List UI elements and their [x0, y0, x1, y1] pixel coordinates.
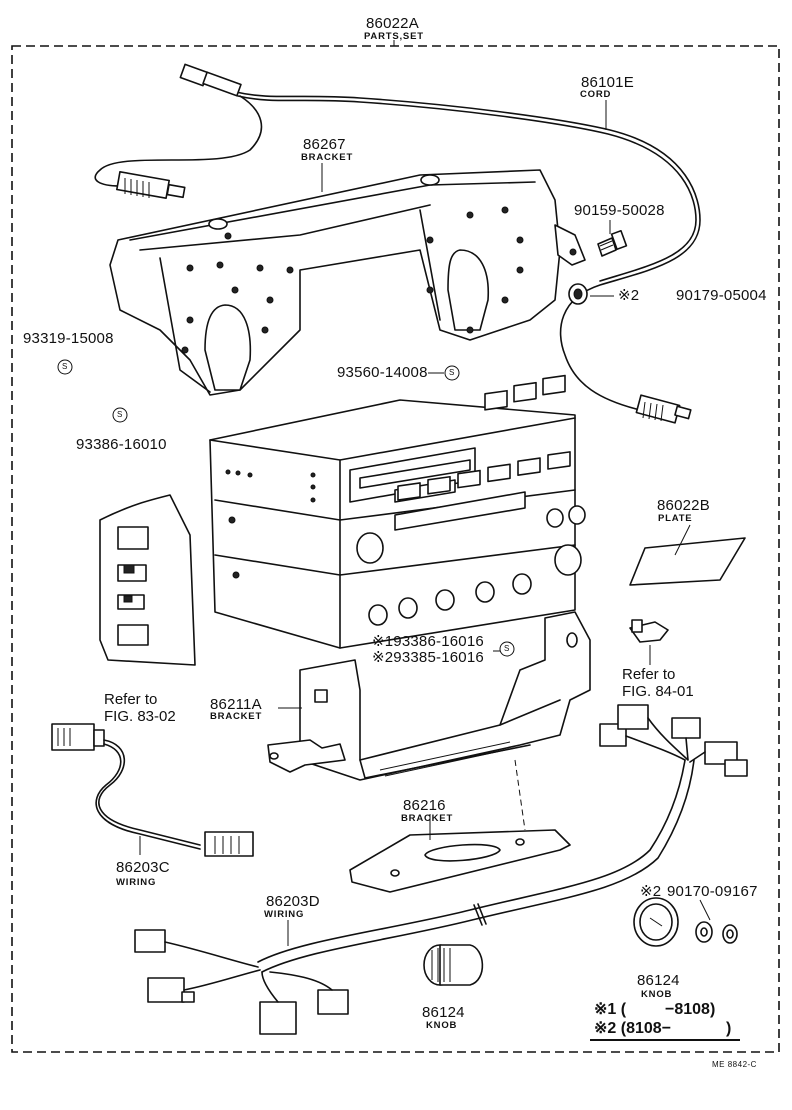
s-mark-icon [444, 365, 460, 381]
screw-pair-line1: ※193386-16016 [372, 633, 484, 650]
nut-icon [568, 283, 588, 305]
plate-part-number: 86022B [657, 497, 710, 514]
bracket-top-part-number: 86267 [303, 136, 346, 153]
note-1-mark: ※1 [594, 1001, 617, 1018]
knob-right-part-number: 86124 [637, 972, 680, 989]
antenna-cord [94, 63, 701, 424]
s-mark-icon [57, 359, 73, 375]
s-mark-icon [499, 641, 515, 657]
top-bracket [109, 169, 586, 396]
s-left-b-mark: S [117, 410, 123, 419]
wiring-c-part-name: WIRING [116, 877, 157, 888]
screw-pair-line2: ※293385-16016 [372, 649, 484, 666]
wiring-d-part-name: WIRING [264, 909, 305, 920]
s-left-a-mark: S [62, 362, 68, 371]
s-mid-part-number: 93560-14008 [337, 364, 428, 381]
screw-pair-mark: S [504, 644, 510, 653]
note-1-open: ( [620, 1001, 627, 1018]
note-2-close: ) [725, 1020, 732, 1037]
plate-leader [674, 524, 691, 556]
screw-part-number: 90159-50028 [574, 202, 665, 219]
plate-part-name: PLATE [658, 513, 693, 524]
bracket-low-part-number: 86211A [210, 696, 262, 713]
nut-part-number: 90179-05004 [676, 287, 767, 304]
fuse-holder [629, 619, 669, 643]
ref-right-line1: Refer to [622, 666, 676, 683]
ref-left-line2: FIG. 83-02 [104, 708, 176, 726]
bracket-bottom-part-name: BRACKET [401, 813, 454, 824]
kit-boundary-frame [11, 45, 780, 1053]
washer-mark: ※2 [640, 883, 662, 900]
cord-part-number: 86101E [581, 74, 634, 91]
bottom-bracket [349, 829, 571, 893]
ref-right-line2: FIG. 84-01 [622, 683, 694, 701]
wiring-c-part-number: 86203C [116, 859, 170, 876]
switch-panel [99, 494, 196, 666]
washer-part-number: 90170-09167 [667, 883, 758, 900]
radio-unit [209, 374, 586, 649]
cord-part-name: CORD [580, 89, 612, 100]
knob-icon [423, 944, 484, 986]
lower-bracket [267, 611, 591, 781]
bracket-bottom-part-number: 86216 [403, 797, 446, 814]
wiring-harness-c [51, 723, 254, 857]
bracket-top-part-name: BRACKET [301, 152, 354, 163]
knob-left-part-number: 86124 [422, 1004, 465, 1021]
ref-right: Refer to FIG. 84-01 [622, 666, 694, 701]
wiring-d-part-number: 86203D [266, 893, 320, 910]
washer-icon [695, 921, 738, 944]
note-2: ※2 (8108− ) [594, 1021, 731, 1037]
knob-icon [633, 897, 679, 947]
s-left-a-part-number: 93319-15008 [23, 330, 114, 347]
note-1: ※1 ( −8108) [594, 1002, 715, 1018]
kit-part-name: PARTS,SET [364, 31, 424, 42]
note-2-mark: ※2 [594, 1020, 617, 1037]
figure-code: ME 8842-C [712, 1060, 757, 1069]
plate [629, 537, 746, 586]
s-mark-icon [112, 407, 128, 423]
note-2-open: (8108− [620, 1020, 672, 1037]
kit-part-number: 86022A [366, 15, 419, 32]
note-1-range: −8108) [665, 1001, 716, 1018]
knob-right-part-name: KNOB [641, 989, 673, 1000]
screw-icon [597, 229, 628, 257]
nut-mark: ※2 [618, 287, 640, 304]
bracket-low-part-name: BRACKET [210, 711, 263, 722]
washer-leader [699, 899, 711, 921]
wiring-harness-d [134, 704, 748, 1035]
s-mid-mark: S [449, 368, 455, 377]
knob-left-part-name: KNOB [426, 1020, 458, 1031]
s-left-b-part-number: 93386-16010 [76, 436, 167, 453]
ref-left: Refer to FIG. 83-02 [104, 691, 176, 726]
assembly-dashline [514, 759, 526, 831]
ref-left-line1: Refer to [104, 691, 158, 708]
